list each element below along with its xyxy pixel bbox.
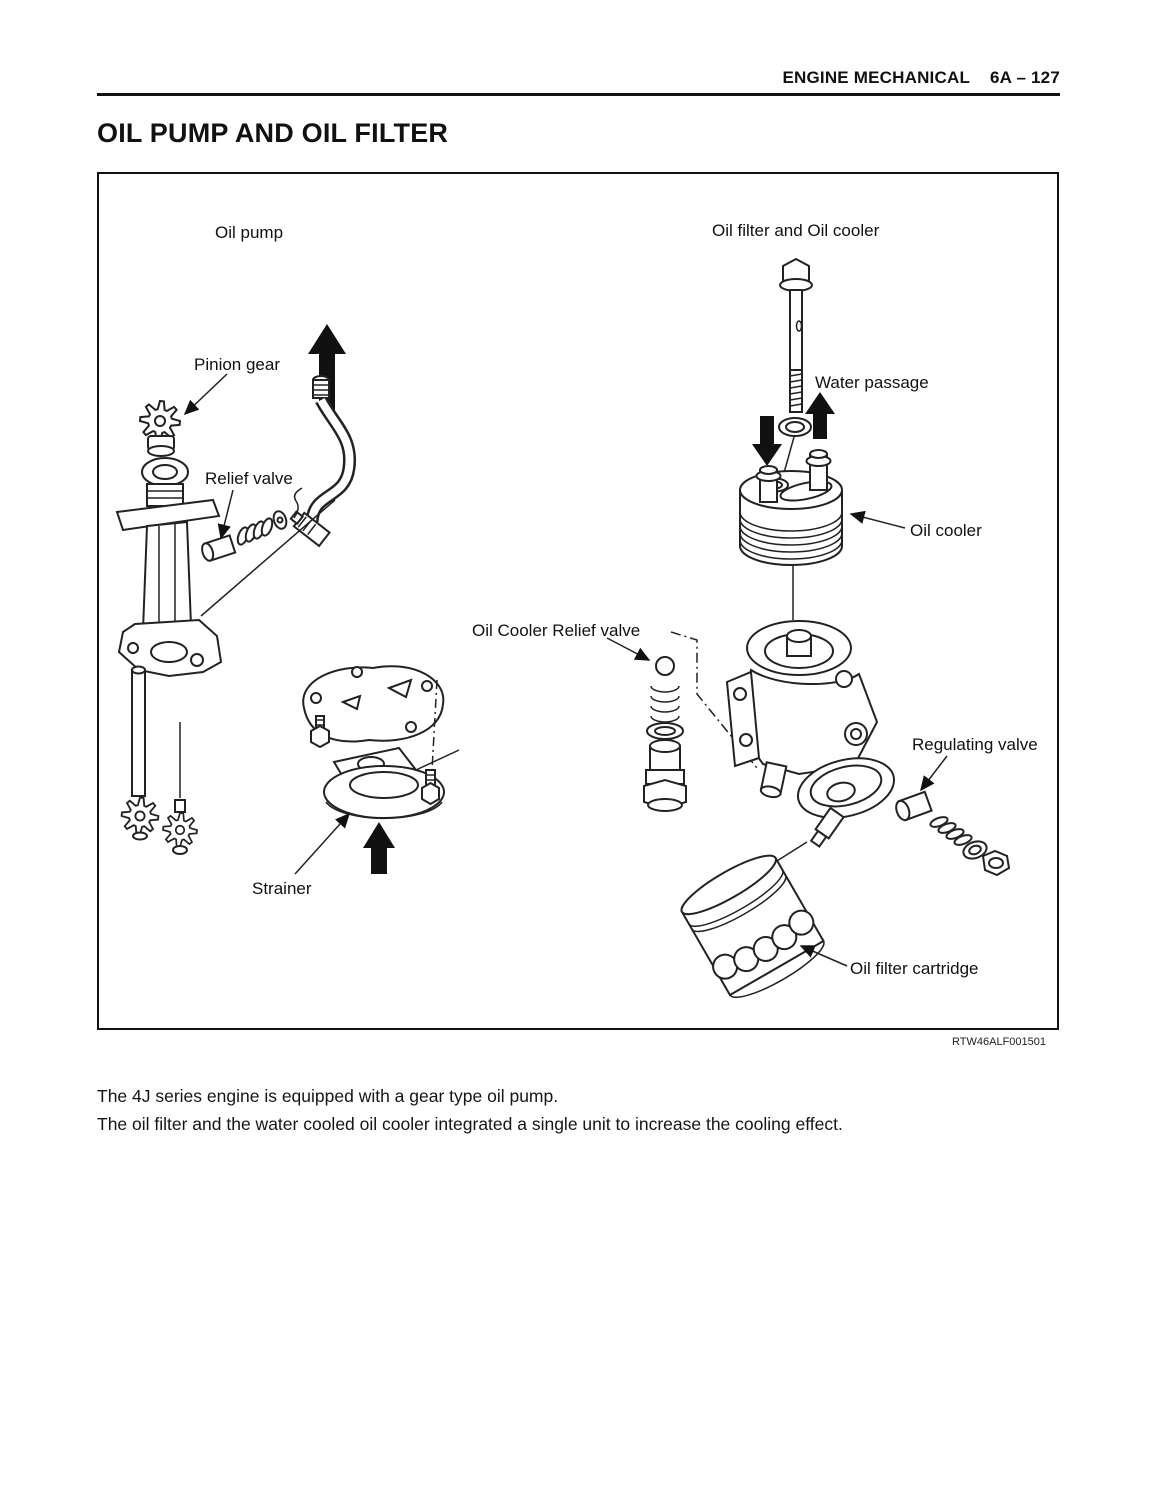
label-water-passage: Water passage — [815, 373, 929, 392]
label-relief-valve: Relief valve — [205, 469, 293, 488]
label-oil-filter-and-oil-cooler: Oil filter and Oil cooler — [712, 221, 880, 240]
up-arrow-icon — [363, 822, 395, 874]
relief-valve-drawing — [200, 487, 336, 617]
section-title: OIL PUMP AND OIL FILTER — [97, 118, 449, 148]
relief-valve-leader-arrow — [217, 489, 234, 540]
oil-cooler-leader-arrow — [849, 510, 906, 529]
strainer-leader-arrow — [294, 812, 351, 875]
label-oil-cooler-relief-valve: Oil Cooler Relief valve — [472, 621, 640, 640]
oil-filter-cartridge-leader-arrow — [799, 945, 848, 967]
body-text: The 4J series engine is equipped with a … — [97, 1082, 1096, 1138]
figure-ref-code: RTW46ALF001501 — [952, 1036, 1046, 1048]
regulating-valve-drawing — [895, 790, 1011, 877]
pinion-gear-drawing — [139, 400, 181, 457]
oil-pump-body-drawing — [115, 457, 223, 678]
exploded-diagram: Oil pump Oil filter and Oil cooler Pinio… — [115, 221, 1038, 998]
label-strainer: Strainer — [252, 879, 312, 898]
body-text-line-2: The oil filter and the water cooled oil … — [97, 1114, 843, 1134]
down-arrow-icon — [752, 416, 782, 466]
label-regulating-valve: Regulating valve — [912, 735, 1038, 754]
label-oil-pump: Oil pump — [215, 223, 283, 242]
pump-shaft-gears-drawing — [120, 665, 198, 855]
header-rule — [97, 93, 1060, 96]
page-header: ENGINE MECHANICAL 6A – 127 — [97, 68, 1060, 88]
oil-pipe-drawing — [289, 375, 357, 548]
regulating-valve-leader-arrow — [920, 755, 948, 792]
filter-adapter-drawing — [752, 757, 896, 877]
oil-cooler-relief-valve-leader-arrow — [606, 637, 651, 661]
pump-cover-plate-drawing — [302, 665, 445, 771]
up-arrow-icon — [308, 324, 346, 410]
oil-filter-head-drawing — [725, 620, 879, 799]
label-oil-filter-cartridge: Oil filter cartridge — [850, 959, 978, 978]
label-oil-cooler: Oil cooler — [910, 521, 982, 540]
header-page-number: 6A – 127 — [990, 68, 1060, 87]
body-text-line-1: The 4J series engine is equipped with a … — [97, 1086, 559, 1106]
oil-cooler-relief-valve-drawing — [643, 631, 758, 812]
label-pinion-gear: Pinion gear — [194, 355, 280, 374]
header-section-title: ENGINE MECHANICAL — [782, 68, 971, 87]
pinion-gear-leader-arrow — [183, 373, 228, 416]
up-arrow-icon — [805, 392, 835, 439]
oil-filter-cartridge-drawing — [680, 854, 825, 998]
figure-box: Oil pump Oil filter and Oil cooler Pinio… — [97, 172, 1059, 1030]
cooler-bolt-drawing — [779, 257, 813, 413]
strainer-drawing — [323, 746, 460, 820]
oil-cooler-drawing — [739, 449, 843, 620]
